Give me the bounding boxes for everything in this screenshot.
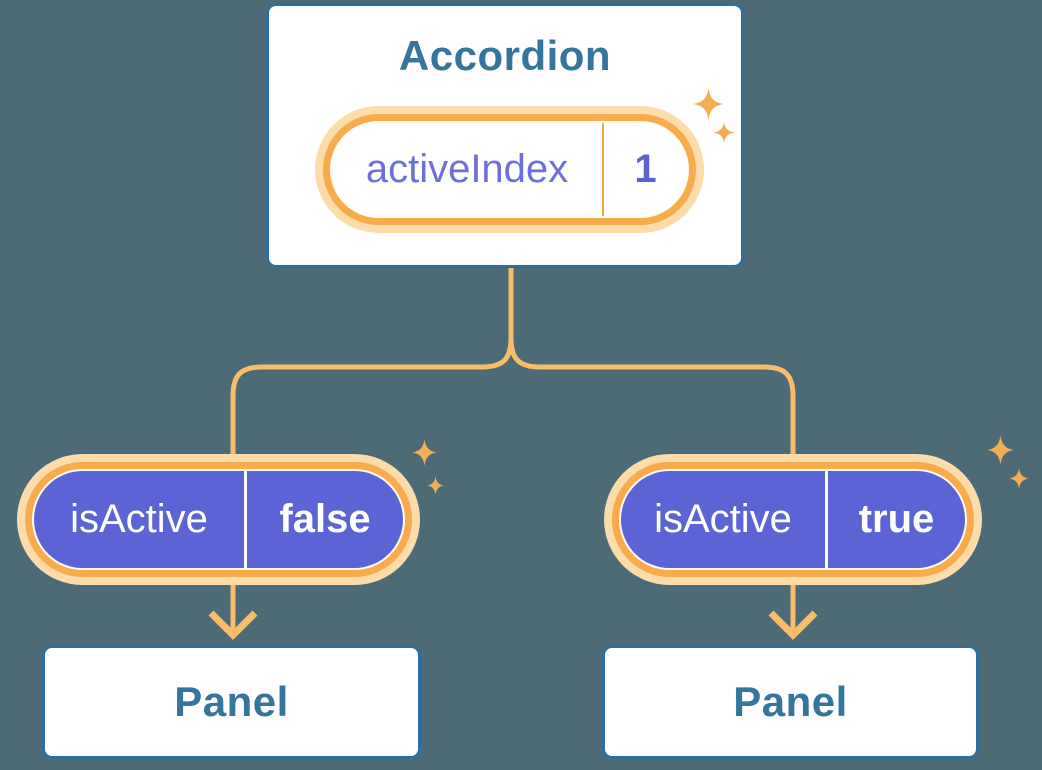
- sparkle-icon: [412, 439, 437, 466]
- panel-title: Panel: [174, 678, 289, 725]
- prop-value: true: [858, 497, 935, 541]
- prop-pill-ring: isActive false: [25, 462, 412, 577]
- arrow-down-icon: [208, 610, 258, 640]
- sparkle-icon: [1009, 468, 1029, 489]
- state-name: activeIndex: [365, 147, 569, 191]
- prop-pill-right: isActive true: [604, 454, 982, 585]
- sparkle-icon: [713, 122, 735, 143]
- branch-right-line: [508, 337, 796, 631]
- prop-name: isActive: [70, 497, 208, 541]
- prop-name: isActive: [654, 497, 792, 541]
- panel-title: Panel: [733, 678, 848, 725]
- prop-pill-ring: isActive true: [612, 462, 974, 577]
- state-pill-ring: activeIndex 1: [323, 114, 696, 225]
- sparkle-icon: [987, 435, 1014, 465]
- arrow-down-icon: [768, 610, 818, 640]
- pill-divider: [602, 123, 604, 216]
- prop-pill-left: isActive false: [17, 454, 420, 585]
- branch-left-line: [230, 337, 514, 631]
- accordion-title: Accordion: [398, 32, 612, 79]
- panel-card-left: Panel: [42, 645, 421, 759]
- pill-divider: [244, 471, 247, 568]
- pill-divider: [825, 471, 828, 568]
- accordion-card: Accordion activeIndex 1: [266, 3, 744, 268]
- panel-card-right: Panel: [602, 645, 979, 759]
- prop-value: false: [279, 497, 371, 541]
- sparkle-icon: [693, 88, 724, 120]
- state-value: 1: [634, 147, 657, 191]
- state-pill: activeIndex 1: [315, 106, 704, 233]
- sparkle-icon: [427, 476, 444, 495]
